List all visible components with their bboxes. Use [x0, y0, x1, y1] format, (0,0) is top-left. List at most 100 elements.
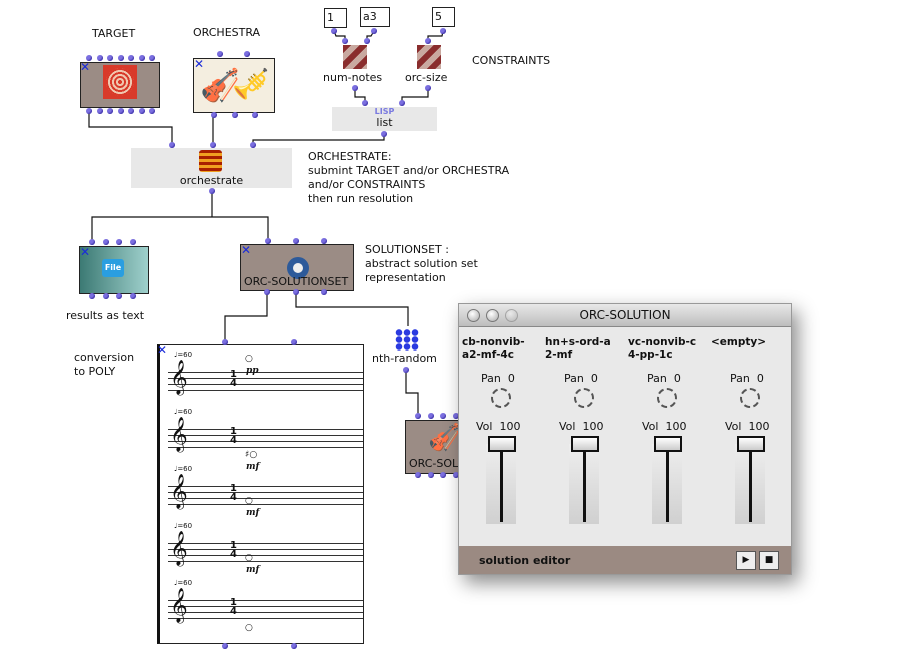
- connection-port[interactable]: [117, 108, 124, 114]
- connection-port[interactable]: [364, 38, 370, 44]
- connection-port[interactable]: [264, 289, 270, 295]
- connection-port[interactable]: [86, 55, 92, 61]
- connection-port[interactable]: [452, 413, 459, 419]
- connection-port[interactable]: [403, 367, 409, 373]
- orc-solution-box[interactable]: 🎻 ORC-SOL: [405, 420, 467, 474]
- connection-port[interactable]: [415, 472, 421, 478]
- connection-port[interactable]: [89, 239, 95, 245]
- connection-port[interactable]: [252, 112, 258, 118]
- connection-port[interactable]: [399, 100, 405, 106]
- pan-label: Pan: [730, 372, 750, 385]
- num-notes-icon[interactable]: [343, 45, 367, 69]
- input-num-1[interactable]: 1: [324, 8, 347, 28]
- connection-port[interactable]: [209, 188, 215, 194]
- connection-port[interactable]: [440, 413, 446, 419]
- connection-port[interactable]: [210, 142, 216, 148]
- target-box[interactable]: [80, 62, 160, 108]
- connection-port[interactable]: [425, 38, 431, 44]
- connection-port[interactable]: [128, 108, 134, 114]
- close-x-icon[interactable]: ✕: [80, 245, 91, 259]
- connection-port[interactable]: [265, 238, 271, 244]
- volume-slider-thumb[interactable]: [488, 436, 516, 452]
- connection-port[interactable]: [222, 643, 228, 649]
- close-x-icon[interactable]: ✕: [241, 243, 252, 257]
- connection-port[interactable]: [107, 55, 113, 61]
- list-box[interactable]: LISP list: [332, 107, 437, 131]
- orc-size-icon[interactable]: [417, 45, 441, 69]
- connection-port[interactable]: [342, 38, 348, 44]
- volume-slider-thumb[interactable]: [654, 436, 682, 452]
- connection-port[interactable]: [440, 472, 446, 478]
- connection-port[interactable]: [149, 108, 155, 114]
- connection-port[interactable]: [129, 239, 136, 245]
- connection-port[interactable]: [128, 55, 134, 61]
- connection-port[interactable]: [250, 142, 256, 148]
- connection-port[interactable]: [107, 108, 113, 114]
- input-num-2[interactable]: a3: [360, 7, 390, 27]
- vol-value: 100: [499, 420, 521, 433]
- connection-port[interactable]: [381, 131, 387, 137]
- pan-knob[interactable]: [657, 388, 677, 408]
- connection-port[interactable]: [427, 413, 434, 419]
- connection-port[interactable]: [169, 142, 175, 148]
- pan-knob[interactable]: [491, 388, 511, 408]
- pan-knob[interactable]: [574, 388, 594, 408]
- close-x-icon[interactable]: ✕: [157, 343, 168, 357]
- orchestra-box[interactable]: 🎻 🎺: [193, 58, 275, 113]
- volume-slider-thumb[interactable]: [737, 436, 765, 452]
- connection-port[interactable]: [293, 238, 299, 244]
- connection-port[interactable]: [427, 472, 434, 478]
- connection-port[interactable]: [102, 239, 109, 245]
- connection-port[interactable]: [293, 289, 299, 295]
- close-button[interactable]: [467, 309, 480, 322]
- play-button[interactable]: ▶: [736, 551, 756, 570]
- orc-solutionset-box[interactable]: ORC-SOLUTIONSET: [240, 244, 354, 291]
- connection-port[interactable]: [452, 472, 459, 478]
- connection-port[interactable]: [244, 51, 250, 57]
- connection-port[interactable]: [352, 85, 358, 91]
- connection-port[interactable]: [138, 55, 145, 61]
- connection-port[interactable]: [222, 339, 228, 345]
- connection-port[interactable]: [149, 55, 155, 61]
- connection-port[interactable]: [116, 293, 122, 299]
- connection-port[interactable]: [211, 112, 217, 118]
- connection-port[interactable]: [116, 239, 122, 245]
- connection-port[interactable]: [217, 51, 223, 57]
- zoom-button[interactable]: [505, 309, 518, 322]
- results-text-box[interactable]: File: [79, 246, 149, 294]
- nth-random-icon[interactable]: [395, 329, 419, 351]
- minimize-button[interactable]: [486, 309, 499, 322]
- connection-port[interactable]: [321, 289, 327, 295]
- input-num-3[interactable]: 5: [432, 7, 455, 27]
- vol-label: Vol: [642, 420, 659, 433]
- connection-port[interactable]: [232, 112, 238, 118]
- connection-port[interactable]: [415, 413, 421, 419]
- connection-port[interactable]: [425, 85, 431, 91]
- orchestrate-box[interactable]: orchestrate: [131, 148, 292, 188]
- connection-port[interactable]: [291, 643, 297, 649]
- connection-port[interactable]: [89, 293, 95, 299]
- pan-label: Pan: [564, 372, 584, 385]
- connection-port[interactable]: [129, 293, 136, 299]
- volume-slider-thumb[interactable]: [571, 436, 599, 452]
- connection-port[interactable]: [96, 55, 103, 61]
- connection-port[interactable]: [86, 108, 92, 114]
- connection-port[interactable]: [440, 28, 446, 34]
- connection-port[interactable]: [96, 108, 103, 114]
- title-bar[interactable]: ORC-SOLUTION: [459, 304, 791, 327]
- connection-port[interactable]: [362, 100, 368, 106]
- connection-port[interactable]: [291, 339, 297, 345]
- close-x-icon[interactable]: ✕: [80, 60, 91, 74]
- connection-port[interactable]: [331, 28, 337, 34]
- connection-port[interactable]: [138, 108, 145, 114]
- connection-port[interactable]: [102, 293, 109, 299]
- vol-label: Vol: [725, 420, 742, 433]
- connection-port[interactable]: [321, 238, 327, 244]
- close-x-icon[interactable]: ✕: [194, 57, 205, 71]
- pan-knob[interactable]: [740, 388, 760, 408]
- connection-port[interactable]: [371, 28, 377, 34]
- connection-port[interactable]: [117, 55, 124, 61]
- stop-button[interactable]: ■: [759, 551, 779, 570]
- volume-slider-stem: [583, 450, 586, 522]
